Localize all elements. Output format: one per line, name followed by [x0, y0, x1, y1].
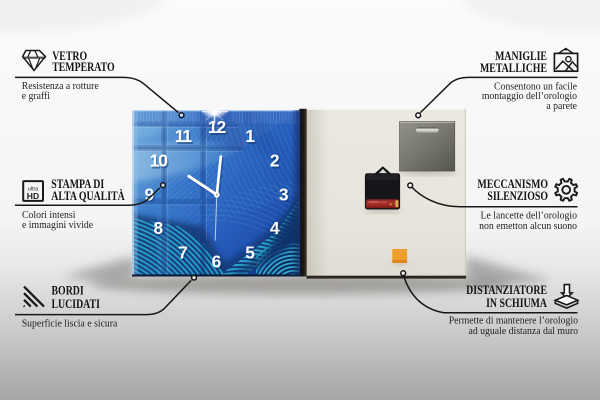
svg-text:STAMPA DI: STAMPA DI [51, 178, 104, 191]
svg-text:1: 1 [247, 128, 257, 148]
svg-text:11: 11 [176, 128, 194, 148]
svg-text:IN SCHIUMA: IN SCHIUMA [486, 297, 547, 310]
svg-text:4: 4 [271, 220, 281, 240]
svg-text:DISTANZIATORE: DISTANZIATORE [466, 284, 547, 297]
svg-text:9: 9 [144, 184, 154, 204]
svg-text:ad uguale distanza dal muro: ad uguale distanza dal muro [468, 326, 578, 337]
svg-text:a parete: a parete [546, 101, 577, 112]
svg-text:Le lancette dell’orologio: Le lancette dell’orologio [481, 210, 577, 221]
svg-text:10: 10 [150, 151, 168, 171]
svg-text:ALTA QUALITÀ: ALTA QUALITÀ [51, 190, 124, 203]
svg-text:7: 7 [179, 244, 189, 264]
svg-text:7: 7 [178, 243, 188, 263]
svg-text:3: 3 [279, 184, 289, 204]
svg-text:Superficie liscia e sicura: Superficie liscia e sicura [22, 318, 118, 329]
svg-text:2: 2 [271, 153, 281, 173]
svg-text:VETRO: VETRO [52, 50, 87, 63]
svg-text:montaggio dell’orologio: montaggio dell’orologio [482, 91, 577, 102]
svg-text:e graffi: e graffi [22, 91, 50, 102]
svg-text:8: 8 [153, 218, 163, 238]
svg-text:e immagini vivide: e immagini vivide [22, 220, 94, 231]
svg-text:8: 8 [155, 220, 165, 240]
svg-text:6: 6 [212, 252, 222, 272]
svg-text:SILENZIOSO: SILENZIOSO [487, 190, 548, 203]
svg-text:5: 5 [247, 244, 257, 264]
svg-text:12: 12 [209, 119, 227, 139]
svg-text:6: 6 [213, 253, 223, 273]
svg-text:5: 5 [245, 243, 255, 263]
svg-text:Consentono un facile: Consentono un facile [494, 81, 577, 92]
svg-text:2: 2 [270, 151, 280, 171]
svg-text:11: 11 [175, 126, 193, 146]
svg-text:4: 4 [270, 218, 280, 238]
svg-text:10: 10 [151, 153, 169, 173]
svg-text:non emetton alcun suono: non emetton alcun suono [479, 221, 577, 232]
svg-text:MECCANISMO: MECCANISMO [478, 178, 549, 191]
svg-text:12: 12 [208, 117, 226, 137]
svg-text:1: 1 [245, 126, 255, 146]
svg-text:ultra: ultra [28, 187, 39, 193]
svg-text:HD: HD [27, 191, 39, 201]
svg-text:MANIGLIE: MANIGLIE [495, 50, 547, 63]
svg-text:3: 3 [280, 186, 290, 206]
svg-text:TEMPERATO: TEMPERATO [52, 61, 115, 74]
svg-text:BORDI: BORDI [52, 285, 84, 298]
svg-text:Colori intensi: Colori intensi [22, 210, 76, 221]
svg-text:+: + [390, 202, 393, 207]
svg-text:METALLICHE: METALLICHE [480, 62, 547, 75]
svg-text:Resistenza a rotture: Resistenza a rotture [22, 81, 99, 92]
svg-text:Permette di mantenere l’orolog: Permette di mantenere l’orologio [449, 315, 578, 326]
svg-text:LUCIDATI: LUCIDATI [52, 298, 100, 311]
